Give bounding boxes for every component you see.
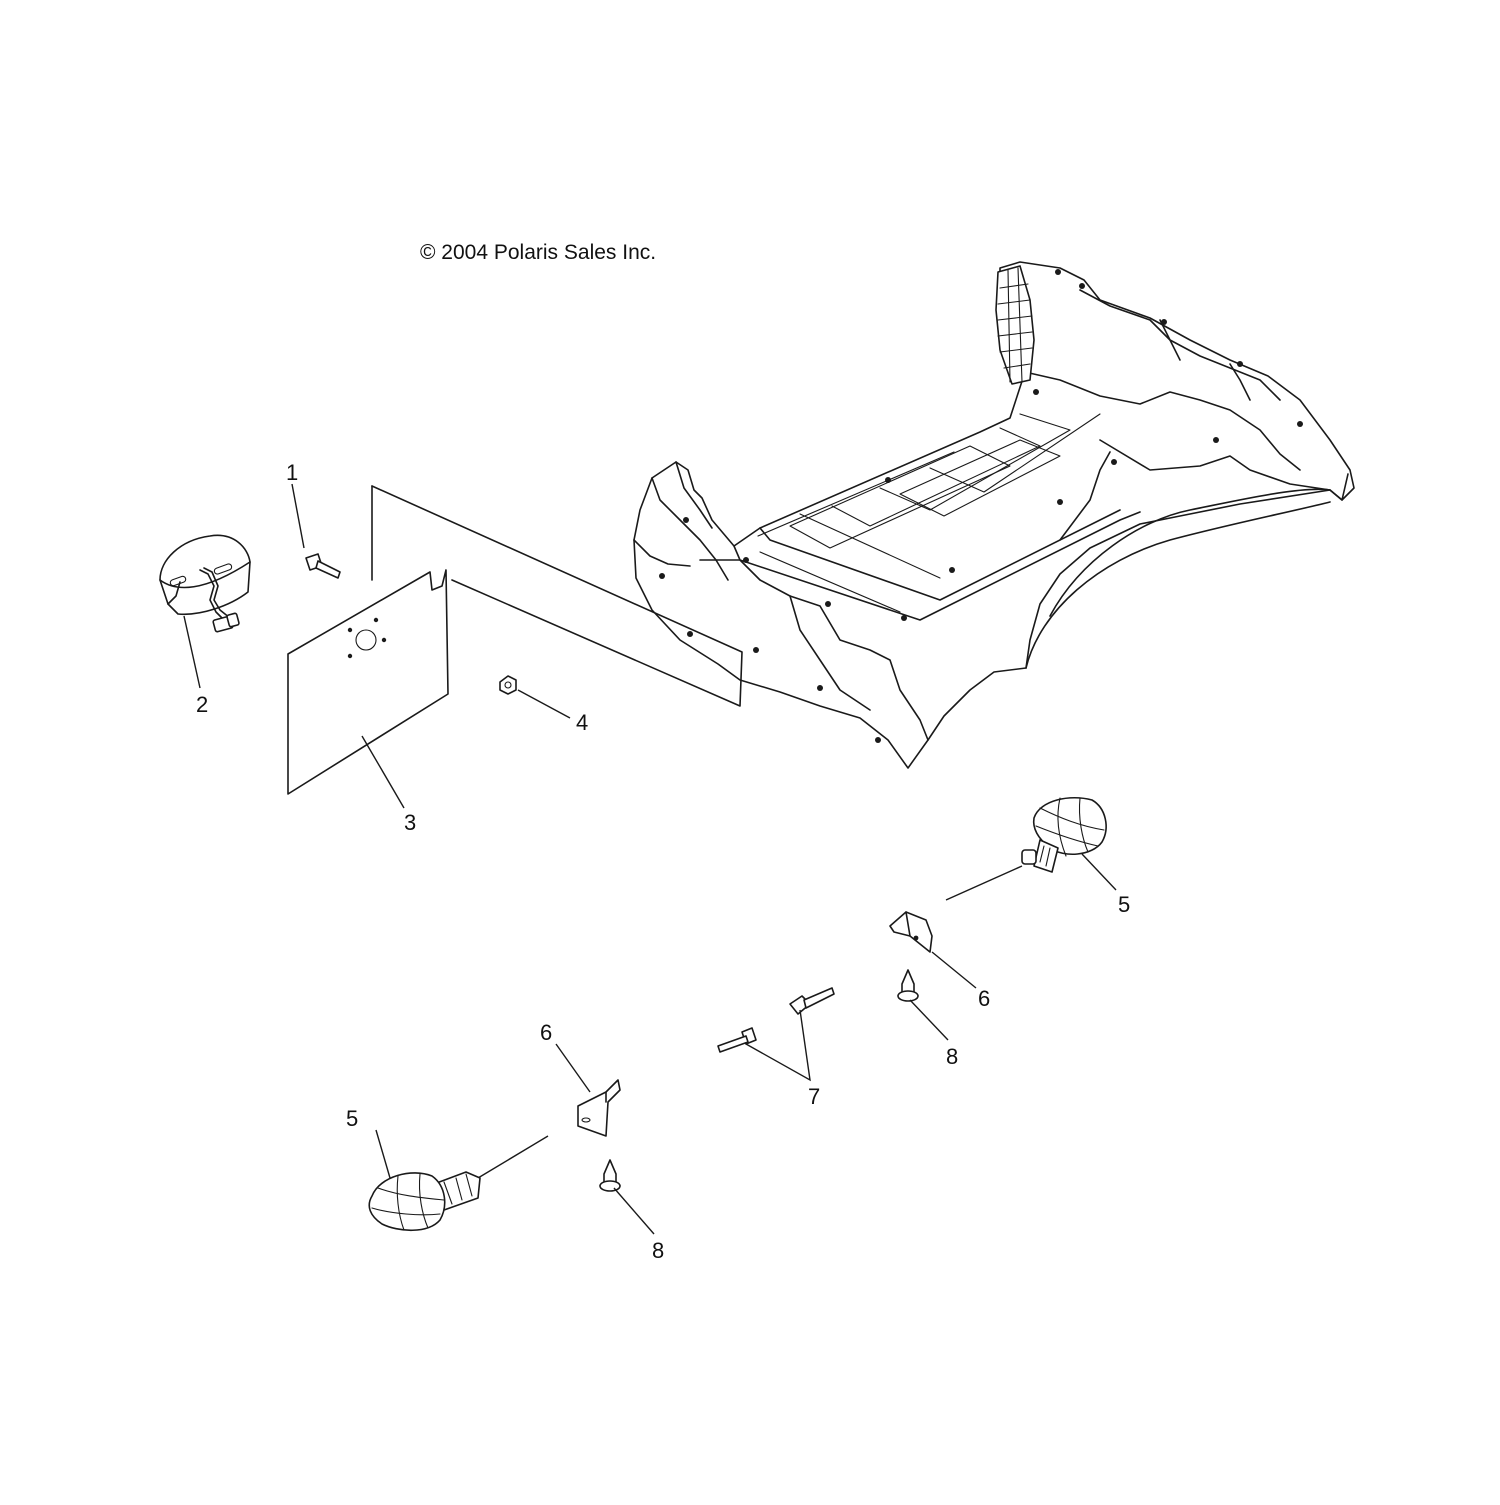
rear-fender-body bbox=[633, 261, 1355, 769]
tail-light-assembly bbox=[159, 534, 251, 633]
turn-signal-left bbox=[368, 1135, 549, 1232]
nut-part-4 bbox=[499, 675, 517, 695]
bolts-part-7 bbox=[717, 987, 835, 1053]
callout-2: 2 bbox=[196, 692, 208, 717]
callout-8-right: 8 bbox=[946, 1044, 958, 1069]
callout-6-left: 6 bbox=[540, 1020, 552, 1045]
license-plate-bracket bbox=[287, 485, 743, 795]
callout-3: 3 bbox=[404, 810, 416, 835]
callout-labels: 1 2 3 4 5 5 6 6 7 8 8 bbox=[196, 460, 1130, 1263]
bolt-part-1 bbox=[305, 553, 341, 579]
copyright-text: © 2004 Polaris Sales Inc. bbox=[420, 241, 656, 264]
callout-1: 1 bbox=[286, 460, 298, 485]
leader-lines bbox=[183, 483, 1117, 1235]
callout-7: 7 bbox=[808, 1084, 820, 1109]
callout-8-left: 8 bbox=[652, 1238, 664, 1263]
callout-4: 4 bbox=[576, 710, 588, 735]
rivet-right bbox=[897, 969, 919, 1002]
turn-signal-right bbox=[945, 796, 1107, 901]
callout-6-right: 6 bbox=[978, 986, 990, 1011]
rivet-left bbox=[599, 1159, 621, 1192]
bracket-left bbox=[577, 1079, 621, 1137]
callout-5-left: 5 bbox=[346, 1106, 358, 1131]
callout-5-right: 5 bbox=[1118, 892, 1130, 917]
bracket-right bbox=[889, 911, 933, 953]
